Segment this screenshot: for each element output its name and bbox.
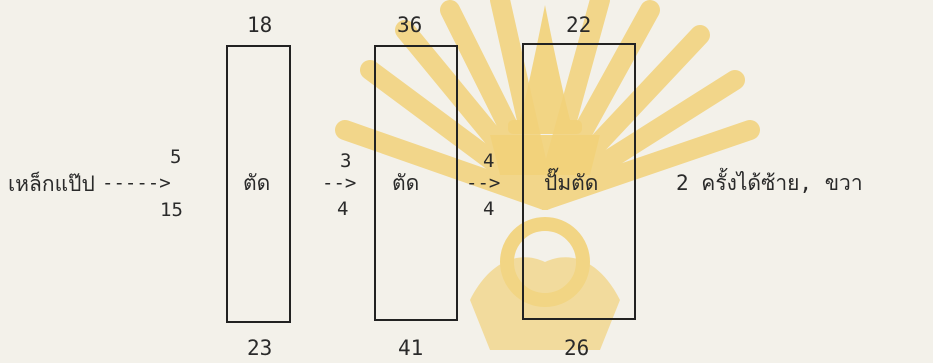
link-2-bottom-value: 4 — [483, 200, 494, 219]
station-3-label: ปั๊มตัด — [544, 173, 598, 194]
source-arrow: -----> — [102, 174, 171, 193]
station-2-top-number: 36 — [397, 15, 422, 36]
source-bottom-value: 15 — [160, 201, 183, 220]
source-top-value: 5 — [170, 148, 181, 167]
link-1-bottom-value: 4 — [337, 200, 348, 219]
station-1-label: ตัด — [243, 173, 270, 194]
station-1-bottom-number: 23 — [247, 338, 272, 359]
output-note: 2 ครั้งได้ซ้าย, ขวา — [676, 173, 863, 194]
link-2-top-value: 4 — [483, 152, 494, 171]
station-2-bottom-number: 41 — [398, 338, 423, 359]
link-1-top-value: 3 — [340, 152, 351, 171]
source-label: เหล็กแป๊ป — [8, 174, 95, 195]
link-2-arrow: --> — [466, 174, 500, 193]
station-2-label: ตัด — [392, 173, 419, 194]
station-1-top-number: 18 — [247, 15, 272, 36]
link-1-arrow: --> — [322, 174, 356, 193]
station-3-bottom-number: 26 — [564, 338, 589, 359]
station-3-top-number: 22 — [566, 15, 591, 36]
